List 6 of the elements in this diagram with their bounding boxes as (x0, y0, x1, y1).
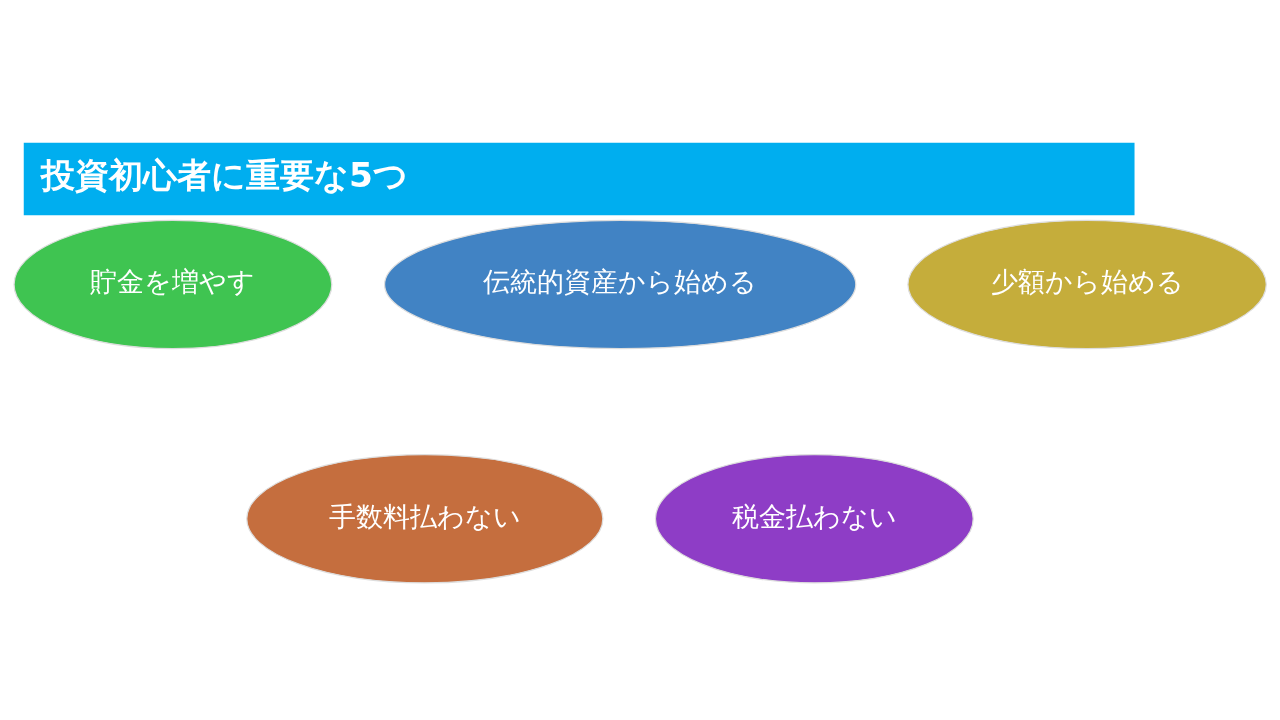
diagram-title: 投資初心者に重要な5つ (40, 154, 408, 195)
node-ellipse: 税金払わない (654, 453, 974, 583)
node-ellipse: 貯金を増やす (13, 219, 333, 349)
node-ellipse: 手数料払わない (246, 453, 604, 583)
node-ellipse: 少額から始める (907, 219, 1267, 349)
node-ellipse: 伝統的資産から始める (383, 219, 857, 349)
